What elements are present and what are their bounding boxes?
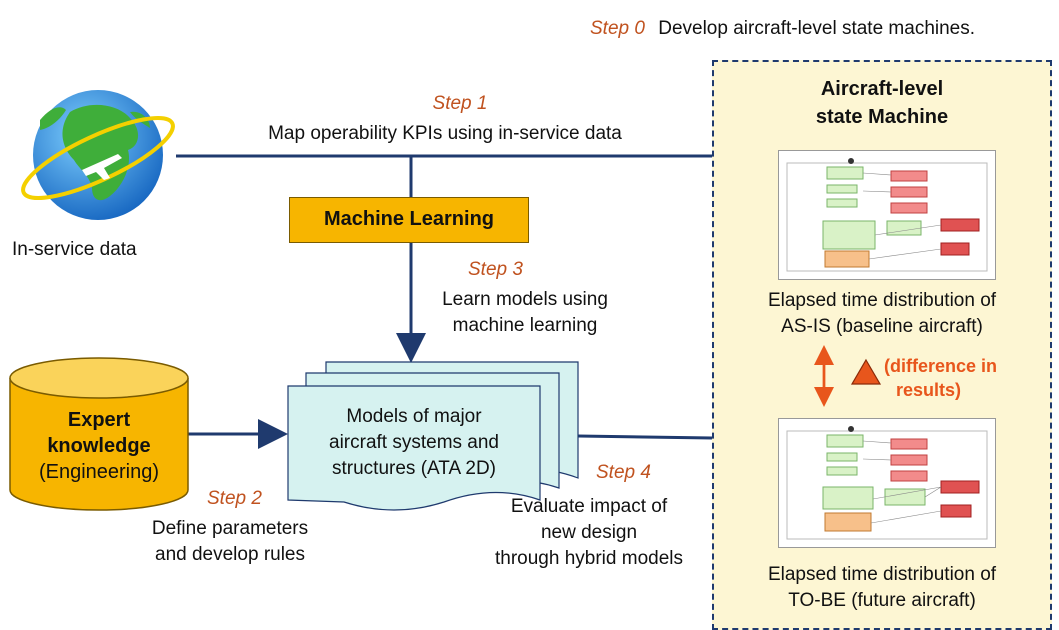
models-text: Models of major aircraft systems and str… [290,404,538,482]
expert-text: Expert knowledge (Engineering) [10,407,188,485]
step3-line2: machine learning [452,315,598,336]
machine-learning-box: Machine Learning [289,197,529,243]
to-be-line1: Elapsed time distribution of [767,564,997,585]
panel-title-line1: Aircraft-level [820,78,944,100]
in-service-label: In-service data [12,239,137,260]
step2-text: Define parameters and develop rules [120,516,340,568]
step3-text: Learn models using machine learning [410,287,640,339]
step4-line2: new design [540,522,638,543]
to-be-text: Elapsed time distribution of TO-BE (futu… [714,562,1050,614]
delta-triangle-icon [850,358,882,385]
step4-label-wrap: Step 4 [596,461,651,485]
expert-line3: (Engineering) [38,461,160,483]
step4-label: Step 4 [596,462,651,483]
models-line3: structures (ATA 2D) [332,458,496,479]
to-be-line2: TO-BE (future aircraft) [788,590,976,611]
step3-label: Step 3 [468,259,523,280]
panel-title: Aircraft-level state Machine [714,75,1050,131]
step1-text: Map operability KPIs using in-service da… [268,123,622,144]
step0-label: Step 0 [590,18,645,39]
step2-label-wrap: Step 2 [207,487,262,511]
as-is-line1: Elapsed time distribution of [767,290,997,311]
step1-block: Step 1 Map operability KPIs using in-ser… [230,92,660,146]
step1-label: Step 1 [432,93,488,114]
step4-text: Evaluate impact of new design through hy… [466,494,712,572]
models-line1: Models of major [346,406,482,427]
state-machine-panel: Aircraft-level state Machine Elapsed tim… [712,60,1052,630]
step0-header: Step 0 Develop aircraft-level state mach… [590,17,975,41]
step4-line1: Evaluate impact of [510,496,668,517]
step3-label-wrap: Step 3 [468,258,523,282]
step4-line [577,434,713,440]
as-is-line2: AS-IS (baseline aircraft) [781,316,983,337]
to-be-state-machine-image [778,418,996,548]
step0-text: Develop aircraft-level state machines. [658,18,976,39]
as-is-text: Elapsed time distribution of AS-IS (base… [714,288,1050,340]
step4-line3: through hybrid models [495,548,683,569]
step2-label: Step 2 [207,488,262,509]
difference-line1: (difference in [884,356,998,376]
step2-line1: Define parameters [151,518,309,539]
difference-text: (difference in results) [884,354,997,402]
step3-line1: Learn models using [442,289,608,310]
panel-title-line2: state Machine [815,106,949,128]
step2-line2: and develop rules [155,544,305,565]
difference-line2: results) [896,380,962,400]
models-document-stack [287,361,579,511]
expert-knowledge-cylinder [9,357,189,511]
globe-airplane-icon [21,90,175,220]
models-line2: aircraft systems and [329,432,499,453]
expert-line2: knowledge [47,435,151,457]
as-is-state-machine-image [778,150,996,280]
difference-double-arrow [814,345,834,407]
expert-line1: Expert [67,409,131,431]
